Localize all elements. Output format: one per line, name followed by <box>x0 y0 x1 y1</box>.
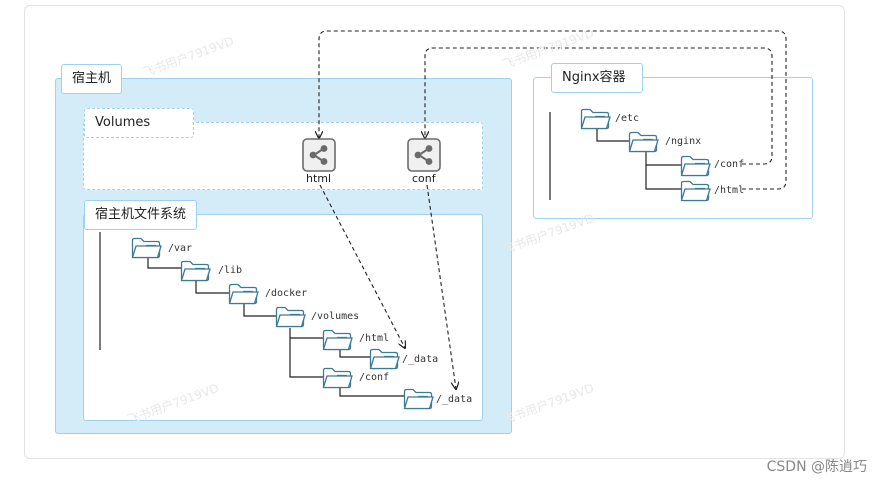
credit-text: CSDN @陈逍巧 <box>766 459 867 475</box>
volume-html-icon <box>302 138 336 172</box>
nginx-container-label: Nginx容器 <box>551 63 643 93</box>
folder-volumes-icon <box>275 306 306 328</box>
folder-html-icon <box>322 329 353 351</box>
node-etc-label: /etc <box>615 113 640 124</box>
host-label: 宿主机 <box>61 64 123 94</box>
node-container-conf-label: /conf <box>714 159 745 170</box>
folder-etc-icon <box>580 108 611 130</box>
node-nginx-label: /nginx <box>665 136 702 147</box>
folder-var-icon <box>131 237 162 259</box>
node-var-label: /var <box>168 243 193 254</box>
folder-conf-data-icon <box>403 388 434 410</box>
folder-container-html-icon <box>680 180 711 202</box>
folder-docker-icon <box>228 283 259 305</box>
folder-conf-icon <box>322 367 353 389</box>
node-container-html-label: /html <box>714 185 745 196</box>
folder-nginx-icon <box>628 131 659 153</box>
node-html-data-label: /_data <box>402 354 439 365</box>
node-lib-label: /lib <box>218 265 243 276</box>
node-docker-label: /docker <box>265 288 308 299</box>
nginx-container-area <box>533 77 813 219</box>
folder-html-data-icon <box>369 348 400 370</box>
folder-lib-icon <box>180 260 211 282</box>
volume-html-label: html <box>306 172 332 185</box>
node-volumes-label: /volumes <box>311 311 360 322</box>
host-fs-label: 宿主机文件系统 <box>84 200 198 230</box>
node-conf-data-label: /_data <box>436 394 473 405</box>
volume-conf-icon <box>407 138 441 172</box>
folder-container-conf-icon <box>680 155 711 177</box>
node-html-label: /html <box>359 333 390 344</box>
volumes-label: Volumes <box>84 108 194 138</box>
node-conf-label: /conf <box>359 372 390 383</box>
volume-conf-label: conf <box>412 172 436 185</box>
